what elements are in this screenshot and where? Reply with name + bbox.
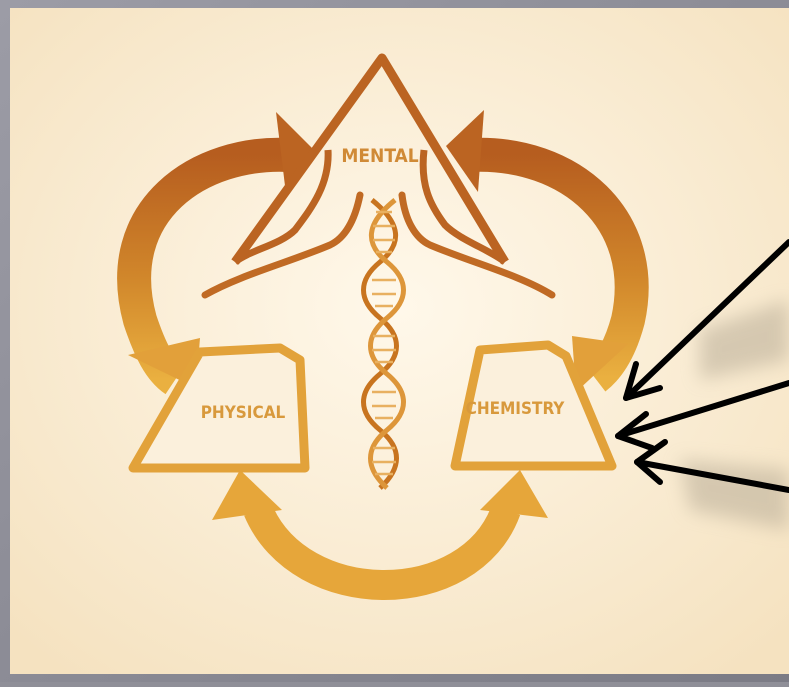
- chemistry-label: CHEMISTRY: [466, 399, 566, 419]
- physical-label: PHYSICAL: [201, 403, 286, 423]
- mental-label: MENTAL: [341, 145, 418, 167]
